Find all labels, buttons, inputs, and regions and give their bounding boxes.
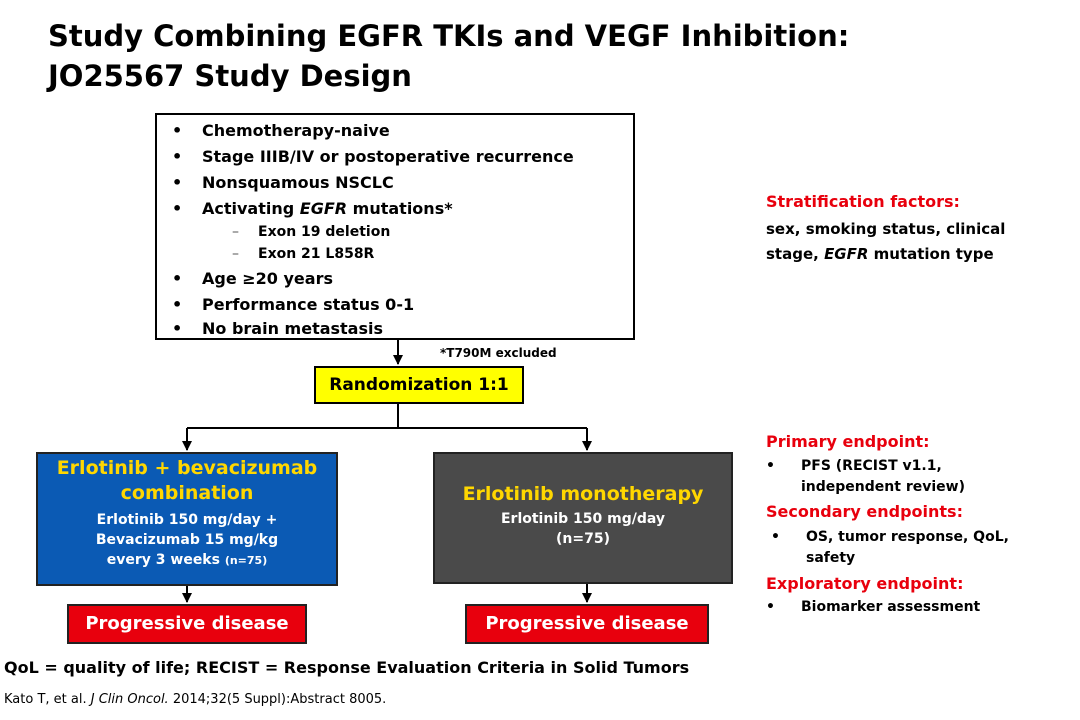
monotherapy-arm-dose: Erlotinib 150 mg/day [500,511,666,527]
bullet-icon: • [172,269,183,288]
combination-arm-box: Erlotinib + bevacizumab combination Erlo… [36,452,338,586]
bullet-icon: • [172,121,183,140]
monotherapy-arm-n: (n=75) [556,531,610,547]
criteria-item: • Chemotherapy-naive [172,121,390,140]
dash-icon: – [232,246,239,262]
secondary-endpoint-item-cont: safety [806,550,856,566]
criteria-item: • Stage IIIB/IV or postoperative recurre… [172,147,574,166]
bullet-icon: • [766,599,775,615]
secondary-endpoints-heading: Secondary endpoints: [766,502,963,521]
exploratory-endpoint-item: • Biomarker assessment [766,599,981,615]
bullet-icon: • [771,529,780,545]
eligibility-criteria-box: • Chemotherapy-naive • Stage IIIB/IV or … [155,113,635,340]
bullet-icon: • [172,147,183,166]
bullet-icon: • [172,173,183,192]
combination-arm-schedule: every 3 weeks (n=75) [106,552,268,568]
bullet-icon: • [766,458,775,474]
stratification-line-2: stage, EGFR mutation type [766,245,994,263]
combination-arm-dose-1: Erlotinib 150 mg/day + [96,512,278,528]
criteria-item: • Age ≥20 years [172,269,333,288]
randomization-box: Randomization 1:1 [314,366,524,404]
secondary-endpoint-item: • OS, tumor response, QoL, [771,529,1009,545]
primary-endpoint-heading: Primary endpoint: [766,432,930,451]
bullet-icon: • [172,319,183,338]
primary-endpoint-item: • PFS (RECIST v1.1, [766,458,942,474]
bullet-icon: • [172,199,183,218]
criteria-item: • Nonsquamous NSCLC [172,173,394,192]
progressive-disease-left: Progressive disease [67,604,307,644]
dash-icon: – [232,224,239,240]
bullet-icon: • [172,295,183,314]
criteria-item: • Performance status 0-1 [172,295,415,314]
monotherapy-arm-box: Erlotinib monotherapy Erlotinib 150 mg/d… [433,452,733,584]
exploratory-endpoint-heading: Exploratory endpoint: [766,574,964,593]
criteria-item: • No brain metastasis [172,319,384,338]
combination-arm-title-1: Erlotinib + bevacizumab [56,457,318,479]
monotherapy-arm-title: Erlotinib monotherapy [462,483,704,505]
t790m-note: *T790M excluded [440,346,557,360]
title-line-2: JO25567 Study Design [48,59,412,93]
progressive-disease-right: Progressive disease [465,604,709,644]
combination-arm-n: (n=75) [224,554,268,567]
slide-title: Study Combining EGFR TKIs and VEGF Inhib… [48,16,1048,96]
criteria-item-egfr: • Activating EGFR mutations* [172,199,453,218]
primary-endpoint-item-cont: independent review) [801,479,965,495]
title-line-1: Study Combining EGFR TKIs and VEGF Inhib… [48,19,850,53]
criteria-sub-item: – Exon 21 L858R [232,246,375,262]
citation: Kato T, et al. J Clin Oncol. 2014;32(5 S… [4,692,387,707]
stratification-line-1: sex, smoking status, clinical [766,220,1006,238]
combination-arm-dose-2: Bevacizumab 15 mg/kg [95,532,279,548]
combination-arm-title-2: combination [120,482,254,504]
criteria-sub-item: – Exon 19 deletion [232,224,391,240]
abbreviations-footnote: QoL = quality of life; RECIST = Response… [4,658,690,677]
stratification-heading: Stratification factors: [766,192,960,211]
